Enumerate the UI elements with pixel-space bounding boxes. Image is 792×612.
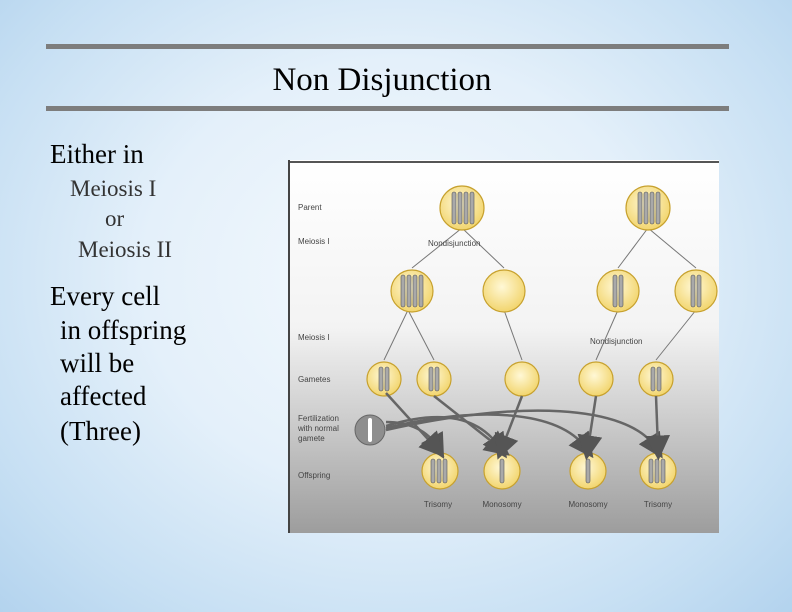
bullet-every-cell-line3: will be [60,348,135,378]
bottom-rule [46,106,729,111]
label-fertilization-2: with normal [297,424,339,433]
cell-gamete-4 [578,361,614,397]
nondisjunction-diagram: Parent Meiosis I Meiosis I Gametes Ferti… [288,160,719,533]
offspring-label-4: Trisomy [644,500,672,509]
cell-gamete-3 [504,361,540,397]
bullet-every-cell-line2: in offspring [60,315,187,345]
bullet-every-cell-line4: affected [60,381,147,411]
label-fertilization-3: gamete [298,434,325,443]
label-gametes: Gametes [298,375,330,384]
label-fertilization-1: Fertilization [298,414,339,423]
slide-title: Non Disjunction [0,62,792,99]
cell-gamete-2 [416,361,452,397]
cell-meiosis1-right-a [596,269,640,313]
offspring-label-1: Trisomy [424,500,452,509]
diagram-svg: Parent Meiosis I Meiosis I Gametes Ferti… [288,160,719,533]
cell-meiosis1-left-a [390,269,434,313]
chromosome-normal-gamete [368,418,372,442]
sub-meiosis-1: Meiosis I [70,176,157,201]
cell-gamete-1 [366,361,402,397]
fertilization-arrows [385,392,671,461]
sub-or: or [105,206,125,231]
label-parent: Parent [298,203,322,212]
cell-gamete-5 [638,361,674,397]
label-meiosis-2: Meiosis I [298,333,330,342]
bullet-every-cell-line5: (Three) [60,416,141,446]
sub-meiosis-2: Meiosis II [78,237,172,262]
label-nondisjunction-left: Nondisjunction [428,239,480,248]
offspring-label-2: Monosomy [482,500,521,509]
label-offspring: Offspring [298,471,330,480]
cell-meiosis1-right-b [674,269,718,313]
tree-lines [383,227,697,361]
bullet-every-cell-line1: Every cell [50,281,161,311]
label-nondisjunction-right: Nondisjunction [590,337,642,346]
bullet-either-in: Either in [50,139,144,169]
chromosomes [378,191,702,484]
top-rule [46,44,729,49]
slide-title-text: Non Disjunction [272,62,492,98]
label-meiosis-1: Meiosis I [298,237,330,246]
offspring-label-3: Monosomy [568,500,607,509]
cell-meiosis1-left-b [482,269,526,313]
